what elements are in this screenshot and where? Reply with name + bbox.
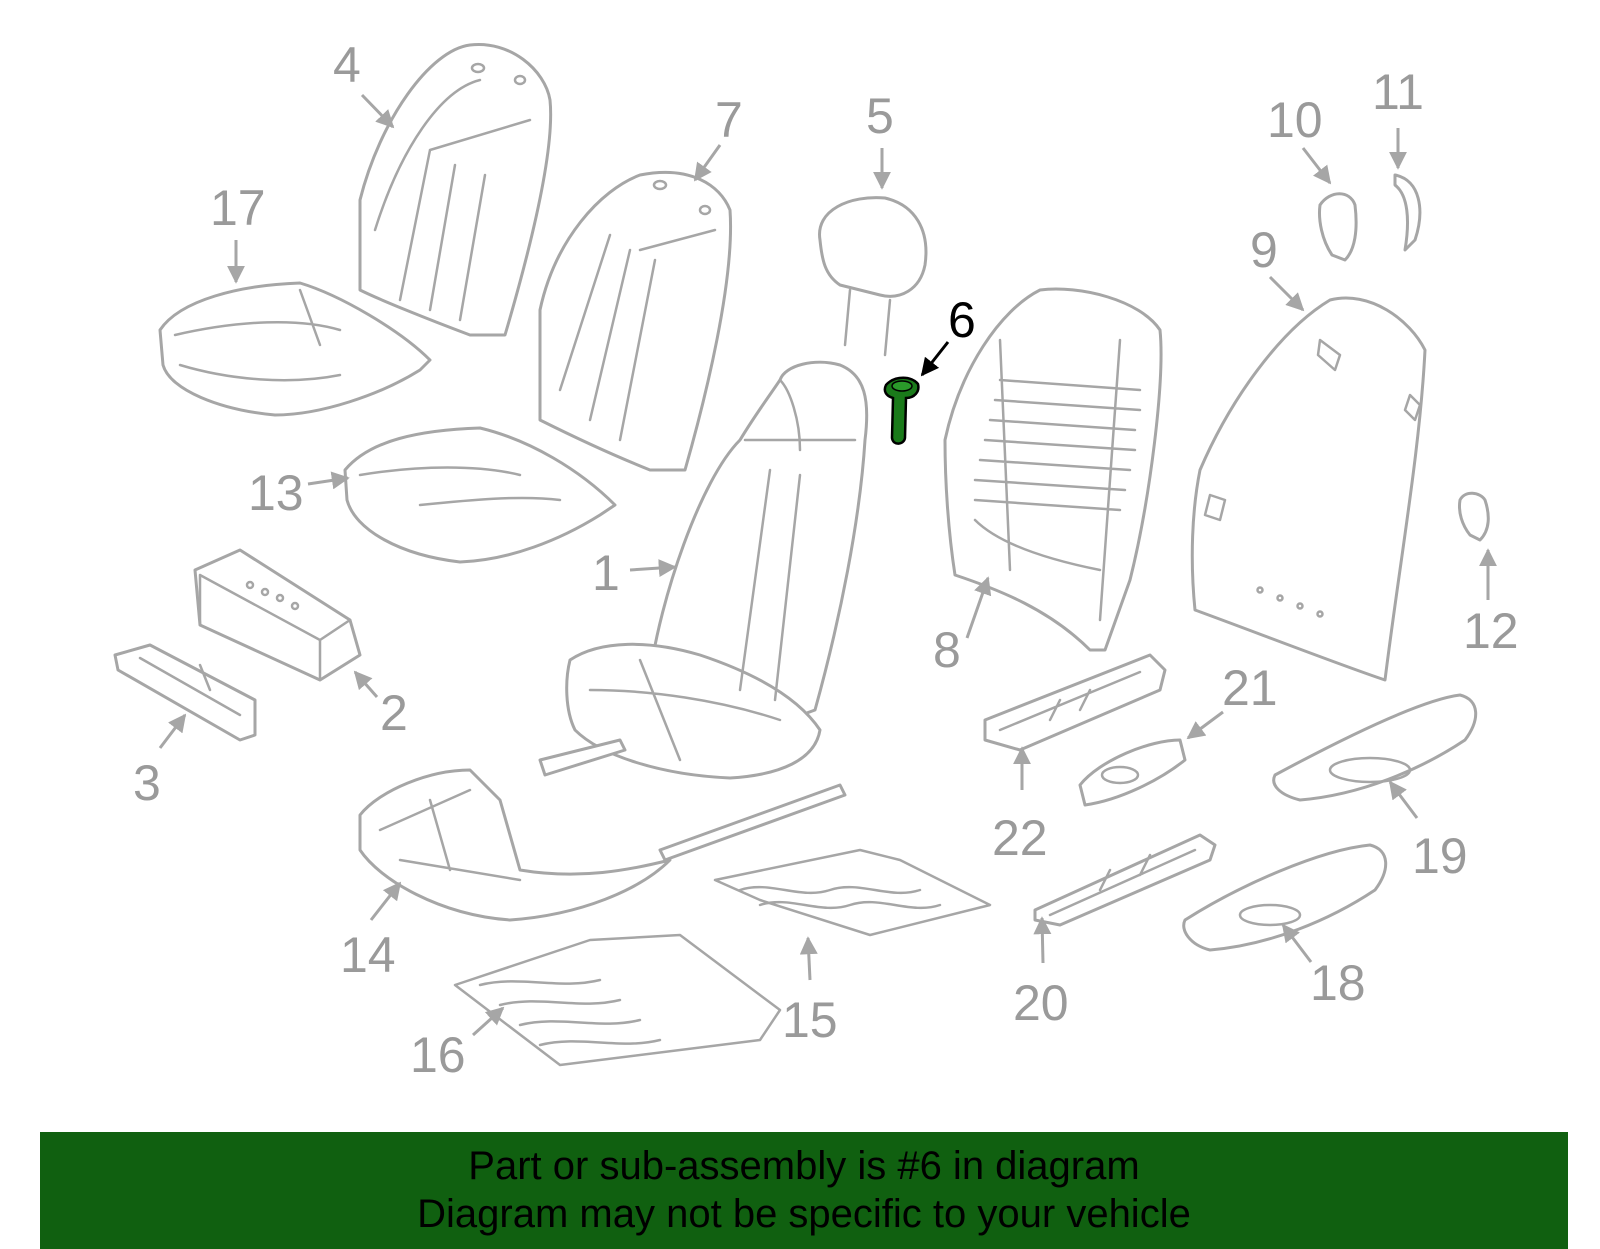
part-label-4: 4: [333, 37, 361, 93]
part-label-21: 21: [1222, 660, 1278, 716]
part-label-22: 22: [992, 810, 1048, 866]
part-10-trim-cap: [1318, 192, 1358, 262]
part-22-rail-bracket: [983, 653, 1167, 752]
seat-parts-diagram: 4 7 5 6 10 11 9 17 13 1 8 12 2 3 21 22 1…: [113, 37, 1519, 1083]
part-21-adjustment-switch: [1078, 738, 1187, 807]
part-label-15: 15: [782, 992, 838, 1048]
banner-disclaimer-line: Diagram may not be specific to your vehi…: [417, 1192, 1191, 1236]
part-label-7: 7: [715, 92, 743, 148]
part-19-side-cover: [1272, 693, 1478, 802]
leader-lines: [158, 93, 1497, 1037]
part-16-heating-mat: [453, 933, 782, 1067]
part-label-19: 19: [1412, 828, 1468, 884]
part-7-backrest-trim: [538, 170, 733, 472]
part-label-17: 17: [210, 180, 266, 236]
part-12-latch-bracket: [1458, 491, 1490, 542]
part-label-8: 8: [933, 622, 961, 678]
part-label-1: 1: [592, 545, 620, 601]
part-label-14: 14: [340, 927, 396, 983]
part-9-backrest-panel: [1190, 296, 1427, 682]
part-20-seat-rail: [1033, 833, 1217, 927]
part-5-headrest: [818, 196, 928, 357]
part-label-9: 9: [1250, 222, 1278, 278]
part-17-cushion-cover: [158, 281, 432, 417]
part-4-backrest-cover: [358, 42, 553, 337]
part-3-bracket: [113, 643, 257, 742]
part-number-labels: 4 7 5 6 10 11 9 17 13 1 8 12 2 3 21 22 1…: [133, 37, 1519, 1083]
part-6-headrest-guide: [883, 376, 920, 445]
part-label-2: 2: [380, 685, 408, 741]
part-label-11: 11: [1372, 64, 1424, 120]
part-1-complete-seat: [538, 360, 869, 862]
part-13-cushion-pad: [343, 426, 617, 564]
part-label-10: 10: [1267, 92, 1323, 148]
part-2-control-module: [193, 548, 362, 682]
part-label-5: 5: [866, 88, 894, 144]
part-8-backrest-frame: [943, 287, 1163, 652]
part-18-side-cover: [1182, 843, 1388, 952]
part-label-3: 3: [133, 755, 161, 811]
info-banner: Part or sub-assembly is #6 in diagram Di…: [40, 1132, 1568, 1249]
part-label-18: 18: [1310, 955, 1366, 1011]
banner-part-line: Part or sub-assembly is #6 in diagram: [468, 1144, 1140, 1188]
part-label-6: 6: [948, 292, 976, 348]
part-label-16: 16: [410, 1027, 466, 1083]
part-label-20: 20: [1013, 975, 1069, 1031]
part-15-spring-mat: [713, 848, 992, 937]
part-11-trim-strip: [1393, 173, 1422, 252]
part-label-13: 13: [248, 465, 304, 521]
part-label-12: 12: [1463, 603, 1519, 659]
part-14-seat-frame: [358, 768, 672, 922]
